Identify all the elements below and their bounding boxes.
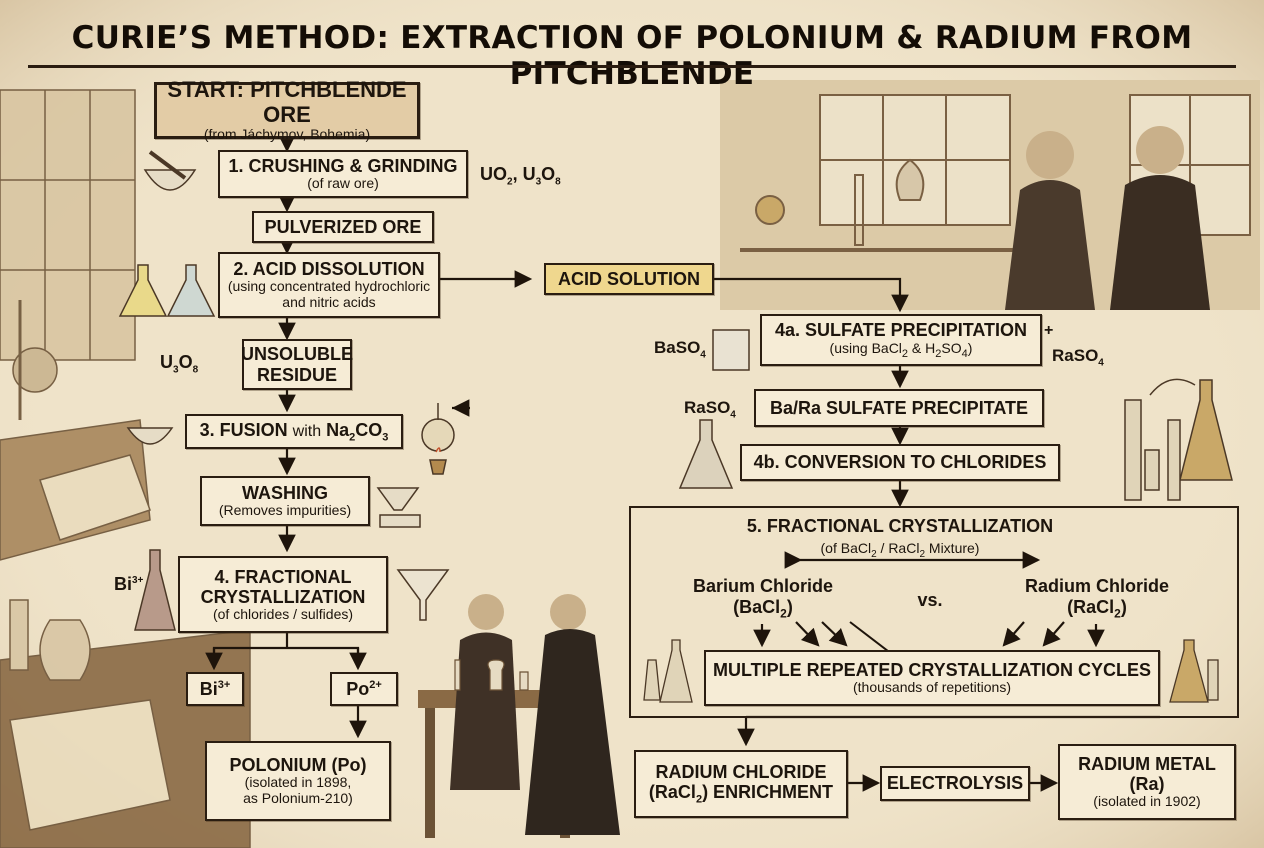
sulfate-precipitation-box: 4a. SULFATE PRECIPITATION (using BaCl2 &… <box>760 314 1042 366</box>
enrich-line2: (RaCl2) ENRICHMENT <box>648 782 834 806</box>
enrich-line1: RADIUM CHLORIDE <box>655 761 827 782</box>
barium-chloride-label: Barium Chloride (BaCl2) <box>692 576 834 621</box>
acid-dissolution-box: 2. ACID DISSOLUTION (using concentrated … <box>218 252 440 318</box>
flow-arrows <box>205 134 1105 792</box>
raso4-right-label: RaSO4 <box>1052 346 1104 369</box>
precipitate-flask-icon <box>678 419 734 489</box>
u3o8-label: U3O8 <box>160 352 199 376</box>
pulverized-ore-box: PULVERIZED ORE <box>252 211 434 243</box>
radium-metal-line2: (Ra) <box>1129 774 1165 795</box>
sulfate-sub: (using BaCl2 & H2SO4) <box>829 339 973 360</box>
ba-ra-label: Ba/Ra SULFATE PRECIPITATE <box>769 397 1029 418</box>
fractional-crystallization-group <box>629 506 1239 718</box>
pulverized-label: PULVERIZED ORE <box>264 216 422 237</box>
frac4-line1: 4. FRACTIONAL <box>214 566 352 587</box>
bi-label: Bi3+ <box>199 678 231 699</box>
mortar-icon <box>143 150 197 191</box>
electrolysis-label: ELECTROLYSIS <box>886 773 1024 794</box>
glassware-right-icon <box>1124 379 1233 501</box>
acid-sub2: and nitric acids <box>282 294 376 311</box>
start-title: START: PITCHBLENDE ORE <box>167 77 407 127</box>
washing-title: WASHING <box>241 483 328 504</box>
bi-flask-icon <box>134 549 176 631</box>
fractional-crystallization-4-box: 4. FRACTIONAL CRYSTALLIZATION (of chlori… <box>178 556 388 633</box>
mortar-icon-2 <box>126 427 174 445</box>
acid-title: 2. ACID DISSOLUTION <box>233 259 425 280</box>
radium-chloride-label: Radium Chloride (RaCl2) <box>1024 576 1169 621</box>
polonium-box: POLONIUM (Po) (isolated in 1898, as Polo… <box>205 741 391 821</box>
crushing-title: 1. CRUSHING & GRINDING <box>228 156 458 177</box>
start-sub: (from Jáchymov, Bohemia) <box>203 126 371 143</box>
acid-sub1: (using concentrated hydrochloric <box>227 278 431 295</box>
residue-line2: RESIDUE <box>256 364 337 385</box>
funnel-icon <box>376 487 421 528</box>
flasks-icon <box>118 264 216 317</box>
frac4-line2: CRYSTALLIZATION <box>200 586 366 607</box>
beaker-icon <box>712 329 750 371</box>
fusion-box: 3. FUSION with Na2CO3 <box>185 414 403 449</box>
decorative-swoop <box>1149 378 1196 396</box>
cycles-title: MULTIPLE REPEATED CRYSTALLIZATION CYCLES <box>713 660 1151 681</box>
chlorides-label: 4b. CONVERSION TO CHLORIDES <box>753 452 1047 473</box>
unsoluble-residue-box: UNSOLUBLE RESIDUE <box>241 339 353 390</box>
radium-metal-sub: (isolated in 1902) <box>1093 793 1201 810</box>
residue-line1: UNSOLUBLE <box>241 344 353 365</box>
po-label: Po2+ <box>346 678 382 699</box>
repeated-cycles-box: MULTIPLE REPEATED CRYSTALLIZATION CYCLES… <box>704 650 1160 706</box>
sulfate-title: 4a. SULFATE PRECIPITATION <box>774 320 1028 341</box>
start-pitchblende-box: START: PITCHBLENDE ORE (from Jáchymov, B… <box>154 77 420 142</box>
radium-chloride-enrichment-box: RADIUM CHLORIDE (RaCl2) ENRICHMENT <box>634 750 848 818</box>
polonium-title: POLONIUM (Po) <box>229 755 367 776</box>
washing-box: WASHING (Removes impurities) <box>200 476 370 526</box>
crushing-sub: (of raw ore) <box>307 175 379 192</box>
vs-label: vs. <box>917 590 943 610</box>
ba-ra-sulfate-box: Ba/Ra SULFATE PRECIPITATE <box>754 389 1044 427</box>
frac5-sub: (of BaCl2 / RaCl2 Mixture) <box>820 540 980 560</box>
filter-funnel-icon <box>396 569 450 621</box>
radium-metal-line1: RADIUM METAL <box>1078 754 1216 774</box>
uo2-u3o8-label: UO2, U3O8 <box>480 164 561 188</box>
title-underline <box>28 65 1236 68</box>
glassware-mid-left-icon <box>643 639 693 703</box>
acid-solution-box: ACID SOLUTION <box>544 263 714 295</box>
page-title: CURIE’S METHOD: EXTRACTION OF POLONIUM &… <box>71 20 1193 92</box>
cycles-sub: (thousands of repetitions) <box>853 679 1011 696</box>
curie-lab-illustration <box>720 80 1260 310</box>
polonium-sub1: (isolated in 1898, <box>244 774 352 791</box>
burner-flask-icon <box>421 403 455 475</box>
acid-solution-label: ACID SOLUTION <box>558 268 700 289</box>
bi-box: Bi3+ <box>186 672 244 706</box>
electrolysis-box: ELECTROLYSIS <box>880 766 1030 801</box>
bi-left-label: Bi3+ <box>114 574 144 594</box>
curie-bench-illustration <box>418 594 620 838</box>
radium-metal-box: RADIUM METAL (Ra) (isolated in 1902) <box>1058 744 1236 820</box>
polonium-sub2: as Polonium-210) <box>243 790 353 807</box>
raso4-left-label: RaSO4 <box>684 398 736 421</box>
glassware-mid-right-icon <box>1169 639 1219 703</box>
frac4-sub: (of chlorides / sulfides) <box>212 605 354 622</box>
conversion-chlorides-box: 4b. CONVERSION TO CHLORIDES <box>740 444 1060 481</box>
frac5-title: 5. FRACTIONAL CRYSTALLIZATION <box>746 516 1054 536</box>
washing-sub: (Removes impurities) <box>218 502 352 519</box>
po-box: Po2+ <box>330 672 398 706</box>
plus-label: + <box>1044 322 1054 339</box>
baso4-label: BaSO4 <box>654 338 706 361</box>
crushing-box: 1. CRUSHING & GRINDING (of raw ore) <box>218 150 468 198</box>
left-lab-illustration <box>0 89 251 848</box>
fusion-label: 3. FUSION with Na2CO3 <box>199 419 389 444</box>
